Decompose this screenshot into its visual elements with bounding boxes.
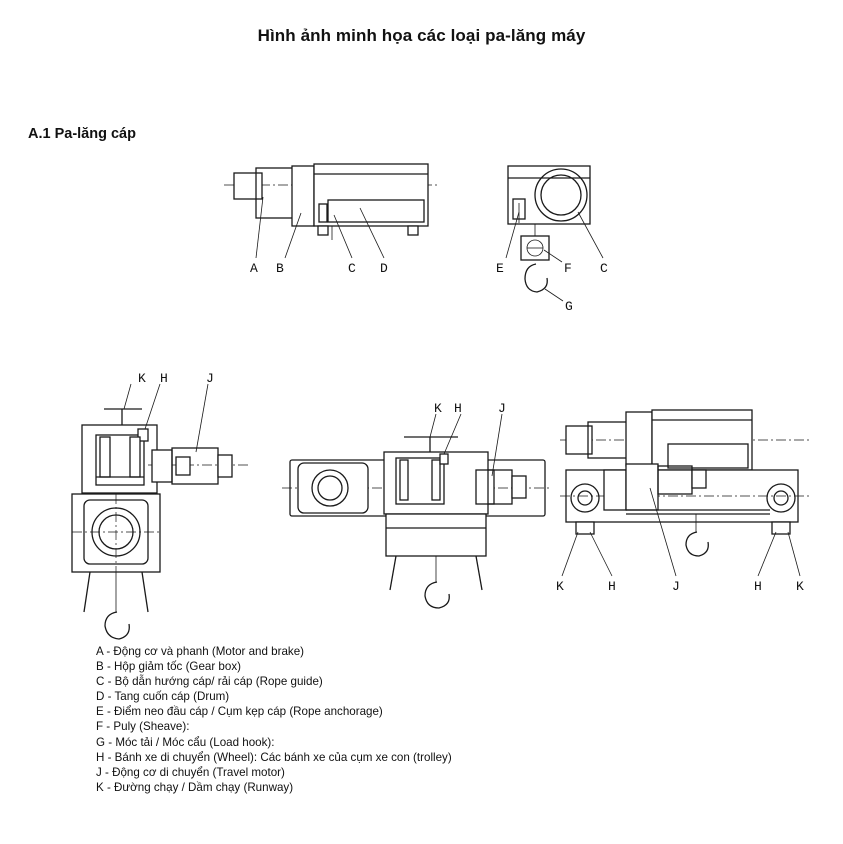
callout-h-mid: H (454, 401, 462, 416)
trolley-wheel (137, 428, 149, 442)
drum-end (534, 168, 588, 222)
motor-brake (233, 172, 263, 200)
callout-k-right-2: K (796, 579, 804, 594)
callout-d: D (380, 261, 388, 276)
legend-item-f: F - Puly (Sheave): (96, 720, 190, 734)
page-title: Hình ảnh minh họa các loại pa-lăng máy (257, 26, 586, 45)
callout-c: C (348, 261, 356, 276)
legend-list: A - Động cơ và phanh (Motor and brake) B… (96, 644, 452, 795)
callout-k-right-1: K (556, 579, 564, 594)
legend-item-k: K - Đường chạy / Dầm chạy (Runway) (96, 780, 294, 794)
legend-item-d: D - Tang cuốn cáp (Drum) (96, 690, 230, 704)
callout-h-right-1: H (608, 579, 616, 594)
section-heading: A.1 Pa-lăng cáp (28, 126, 136, 142)
rope-guide (318, 203, 328, 223)
callout-h-right-2: H (754, 579, 762, 594)
figure-trolley-side: K H J H K (556, 409, 812, 594)
callout-f: F (564, 261, 572, 276)
legend-item-e: E - Điểm neo đầu cáp / Cụm kẹp cáp (Rope… (96, 705, 383, 719)
legend-item-b: B - Hộp giảm tốc (Gear box) (96, 660, 241, 674)
drum-winding (327, 199, 425, 223)
callout-j-left: J (206, 371, 214, 386)
legend-item-j: J - Động cơ di chuyển (Travel motor) (96, 765, 285, 779)
legend-item-h: H - Bánh xe di chuyển (Wheel): Các bánh … (96, 750, 452, 764)
callout-c-end: C (600, 261, 608, 276)
legend-item-g: G - Móc tải / Móc cẩu (Load hook): (96, 735, 275, 749)
figure-low-headroom: K H J (282, 401, 552, 609)
figure-monorail-left: K H J (71, 371, 250, 640)
travel-motor (151, 449, 173, 483)
figure-end-view: E F C G (496, 165, 608, 314)
callout-h-left: H (160, 371, 168, 386)
callout-a: A (250, 261, 258, 276)
hoist-diagram: A B C D E F C G (71, 163, 812, 640)
callout-e: E (496, 261, 504, 276)
callout-j-right: J (672, 579, 680, 594)
callout-k-mid: K (434, 401, 442, 416)
travel-motor-side (603, 469, 627, 511)
callout-j-mid: J (498, 401, 506, 416)
callout-g: G (565, 299, 573, 314)
legend-item-a: A - Động cơ và phanh (Motor and brake) (96, 645, 305, 658)
gear-box (291, 165, 315, 227)
callout-k-left: K (138, 371, 146, 386)
figure-side-view: A B C D (224, 163, 440, 276)
load-hook (524, 263, 548, 293)
callout-b: B (276, 261, 284, 276)
legend-item-c: C - Bộ dẫn hướng cáp/ rải cáp (Rope guid… (96, 675, 323, 689)
